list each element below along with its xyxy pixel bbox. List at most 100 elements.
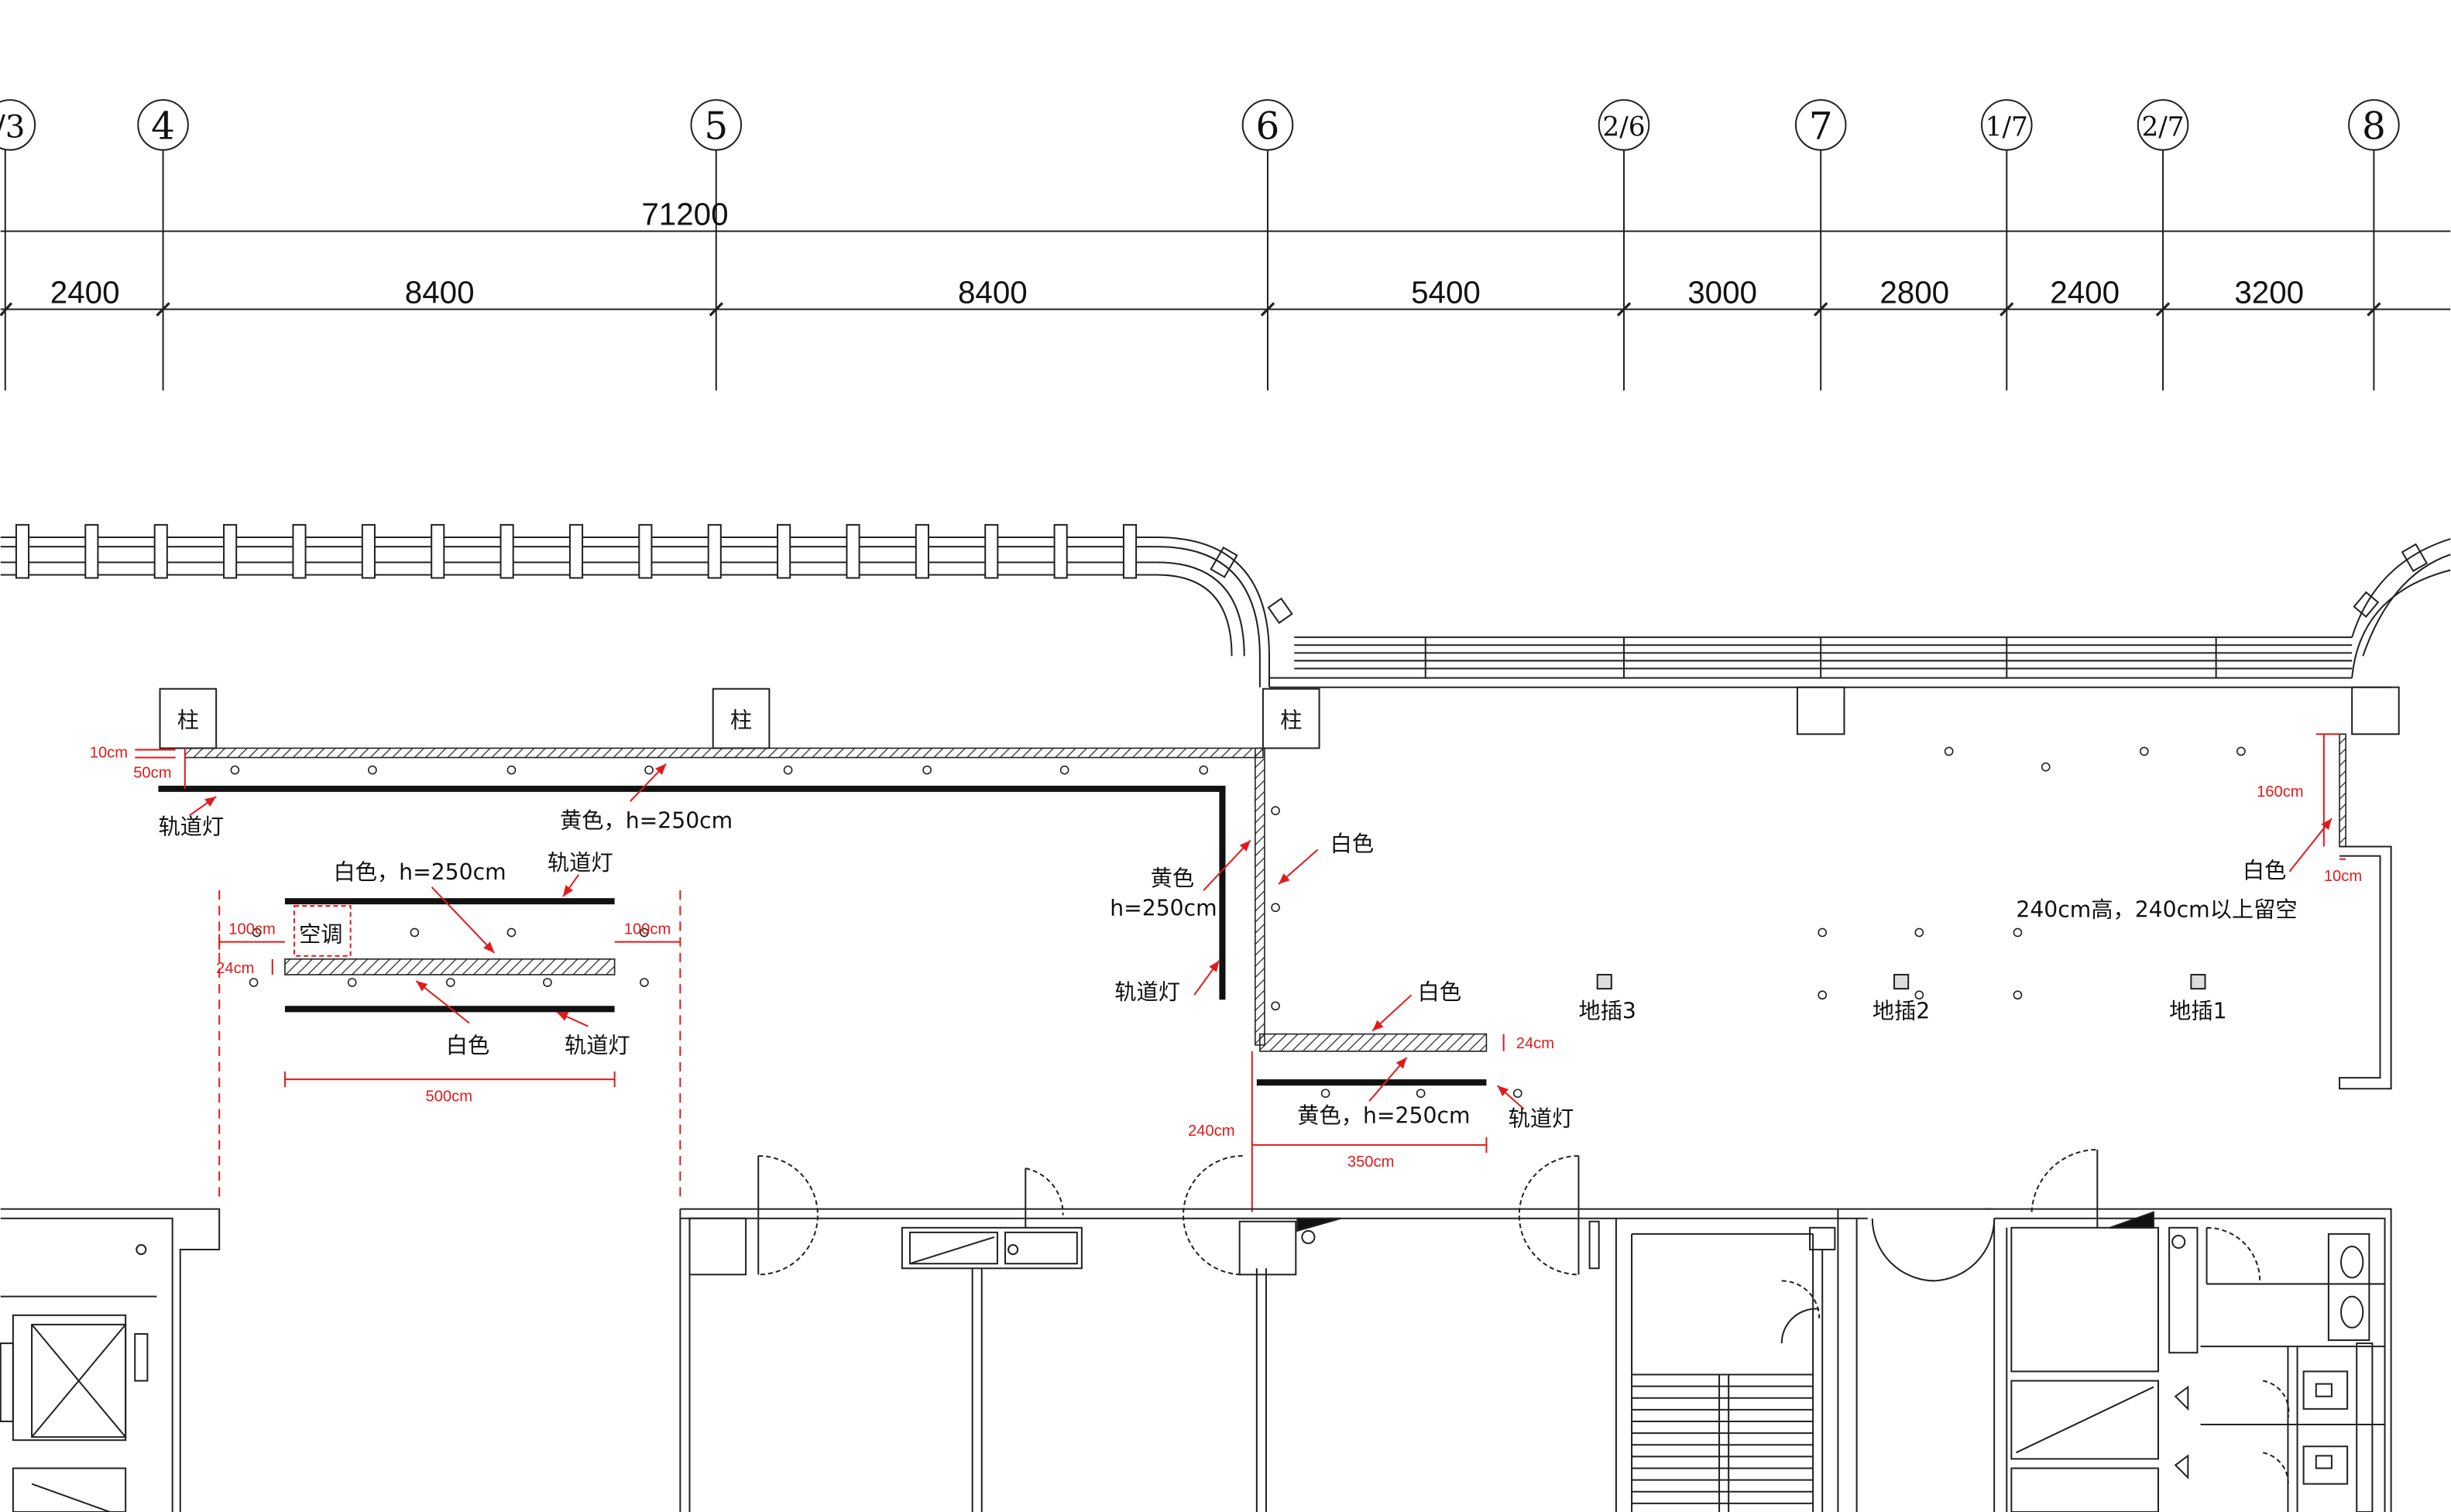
- track-light-fixture: [1271, 806, 1280, 815]
- dimension-label: 24cm: [216, 960, 254, 977]
- grid-axes: [0, 99, 2451, 391]
- dimension-label: 240cm: [1188, 1123, 1235, 1140]
- track-light-fixture: [252, 927, 262, 938]
- railing-post: [361, 523, 376, 579]
- track-light-fixture: [230, 765, 240, 775]
- railing-post: [1122, 523, 1138, 579]
- span-dimension: 3200: [2234, 274, 2304, 310]
- dimension-label: 160cm: [2257, 783, 2304, 801]
- floor-outlet-label: 地插3: [1578, 998, 1636, 1023]
- red-dimensions: [135, 733, 2346, 1212]
- track-light-label: 轨道灯: [565, 1033, 630, 1058]
- railing-post: [777, 523, 791, 579]
- railing-post: [1053, 523, 1068, 579]
- total-dimension: 71200: [641, 197, 728, 232]
- height-note: 240cm高，240cm以上留空: [2016, 897, 2297, 922]
- grid-axis-label: 6: [1256, 105, 1280, 149]
- hatched-wall: [2339, 733, 2346, 848]
- dimension-label: 50cm: [133, 765, 171, 782]
- grid-axis-label: /3: [0, 109, 25, 146]
- color-label: 白色: [446, 1033, 489, 1058]
- track-light-fixture: [783, 765, 793, 775]
- grid-axis-label: 7: [1809, 105, 1833, 149]
- ceiling-fixture: [2041, 762, 2051, 772]
- floor-outlet: [1893, 973, 1910, 990]
- railing-post: [84, 523, 99, 579]
- railing-post: [292, 523, 307, 579]
- ceiling-fixture: [2013, 990, 2023, 1000]
- span-dimension: 2400: [2050, 274, 2120, 310]
- track-light-fixture: [506, 927, 517, 938]
- grid-axis-label: 1/7: [1986, 112, 2028, 143]
- track-light-fixture: [249, 978, 259, 987]
- railing-post: [915, 523, 929, 579]
- track-light-fixture: [445, 978, 455, 987]
- track-light-fixture: [922, 765, 932, 775]
- grid-axis-label: 4: [151, 105, 175, 149]
- color-height-label: 黄色，h=250cm: [1297, 1103, 1470, 1129]
- dimension-label: 10cm: [90, 745, 128, 762]
- dimension-label: 24cm: [1516, 1035, 1554, 1052]
- railing-post: [431, 523, 445, 579]
- ceiling-fixture: [1944, 746, 1954, 756]
- grid-labels: /3 4 5 6 2/6 7 1/7 2/7 8 71200 2400 8400…: [0, 105, 2386, 310]
- span-dimension: 8400: [405, 274, 475, 310]
- column: [159, 687, 218, 749]
- track-light-fixture: [410, 927, 420, 938]
- dimension-label: 350cm: [1347, 1154, 1395, 1171]
- labels: 轨道灯 黄色，h=250cm 白色，h=250cm 轨道灯 空调 白色 轨道灯 …: [159, 807, 2298, 1131]
- track-light-fixture: [640, 927, 649, 938]
- facade-railing: [0, 523, 2451, 735]
- height-label: h=250cm: [1110, 895, 1217, 921]
- track-light-fixture: [1271, 903, 1280, 913]
- ceiling-fixture: [2139, 746, 2149, 756]
- ceiling-fixture: [1914, 927, 1924, 938]
- column-label: 柱: [177, 708, 199, 733]
- grid-axis-label: 2/7: [2141, 112, 2184, 143]
- railing-post: [707, 523, 722, 579]
- dimension-label: 10cm: [2324, 868, 2362, 885]
- track-light-label: 轨道灯: [1114, 979, 1180, 1005]
- track-light-label: 轨道灯: [1509, 1106, 1574, 1132]
- ac-label: 空调: [299, 922, 342, 948]
- railing-post: [984, 523, 999, 579]
- hatched-wall: [184, 747, 1264, 759]
- railing-post: [499, 523, 514, 579]
- red-dimension-labels: 10cm 50cm 100cm 100cm 24cm 500cm 24cm 24…: [90, 745, 2362, 1171]
- span-dimension: 5400: [1411, 274, 1481, 310]
- track-light-fixture: [1199, 765, 1209, 775]
- railing-post: [15, 523, 30, 579]
- ceiling-fixture: [2013, 927, 2023, 938]
- column: [1262, 687, 1320, 749]
- track-light-fixture: [506, 765, 517, 775]
- low-wall: [1256, 1033, 1522, 1099]
- span-dimension: 2400: [50, 274, 120, 310]
- floor-outlet-label: 地插2: [1873, 998, 1930, 1023]
- dimension-label: 500cm: [426, 1088, 473, 1105]
- ac-unit: [294, 905, 352, 957]
- hatched-wall: [284, 958, 616, 975]
- track-light-fixture: [640, 978, 649, 987]
- span-dimension: 3000: [1687, 274, 1757, 310]
- floor-outlet: [1596, 973, 1612, 990]
- hatched-wall: [1259, 1033, 1488, 1052]
- railing-post: [846, 523, 860, 579]
- floor-outlet-label: 地插1: [2169, 998, 2226, 1023]
- columns: 柱 柱 柱: [159, 687, 1320, 749]
- color-height-label: 黄色，h=250cm: [560, 807, 733, 833]
- color-label: 白色: [1330, 831, 1374, 857]
- column: [712, 687, 771, 749]
- grid-axis-label: 5: [704, 105, 728, 149]
- track-light-fixture: [368, 765, 377, 775]
- color-height-label: 白色，h=250cm: [333, 859, 506, 885]
- span-dimension: 2800: [1879, 274, 1949, 310]
- hatched-wall: [1255, 747, 1265, 1046]
- track-light-fixture: [347, 978, 357, 987]
- ceiling-fixture: [1818, 990, 1828, 1000]
- track-light-fixture: [1271, 1001, 1280, 1011]
- right-wall: [1596, 733, 2392, 1090]
- grid-axis-label: 8: [2362, 105, 2386, 149]
- track-light-fixture: [1059, 765, 1069, 775]
- track-light-label: 轨道灯: [159, 814, 225, 839]
- color-label: 黄色: [1151, 866, 1194, 891]
